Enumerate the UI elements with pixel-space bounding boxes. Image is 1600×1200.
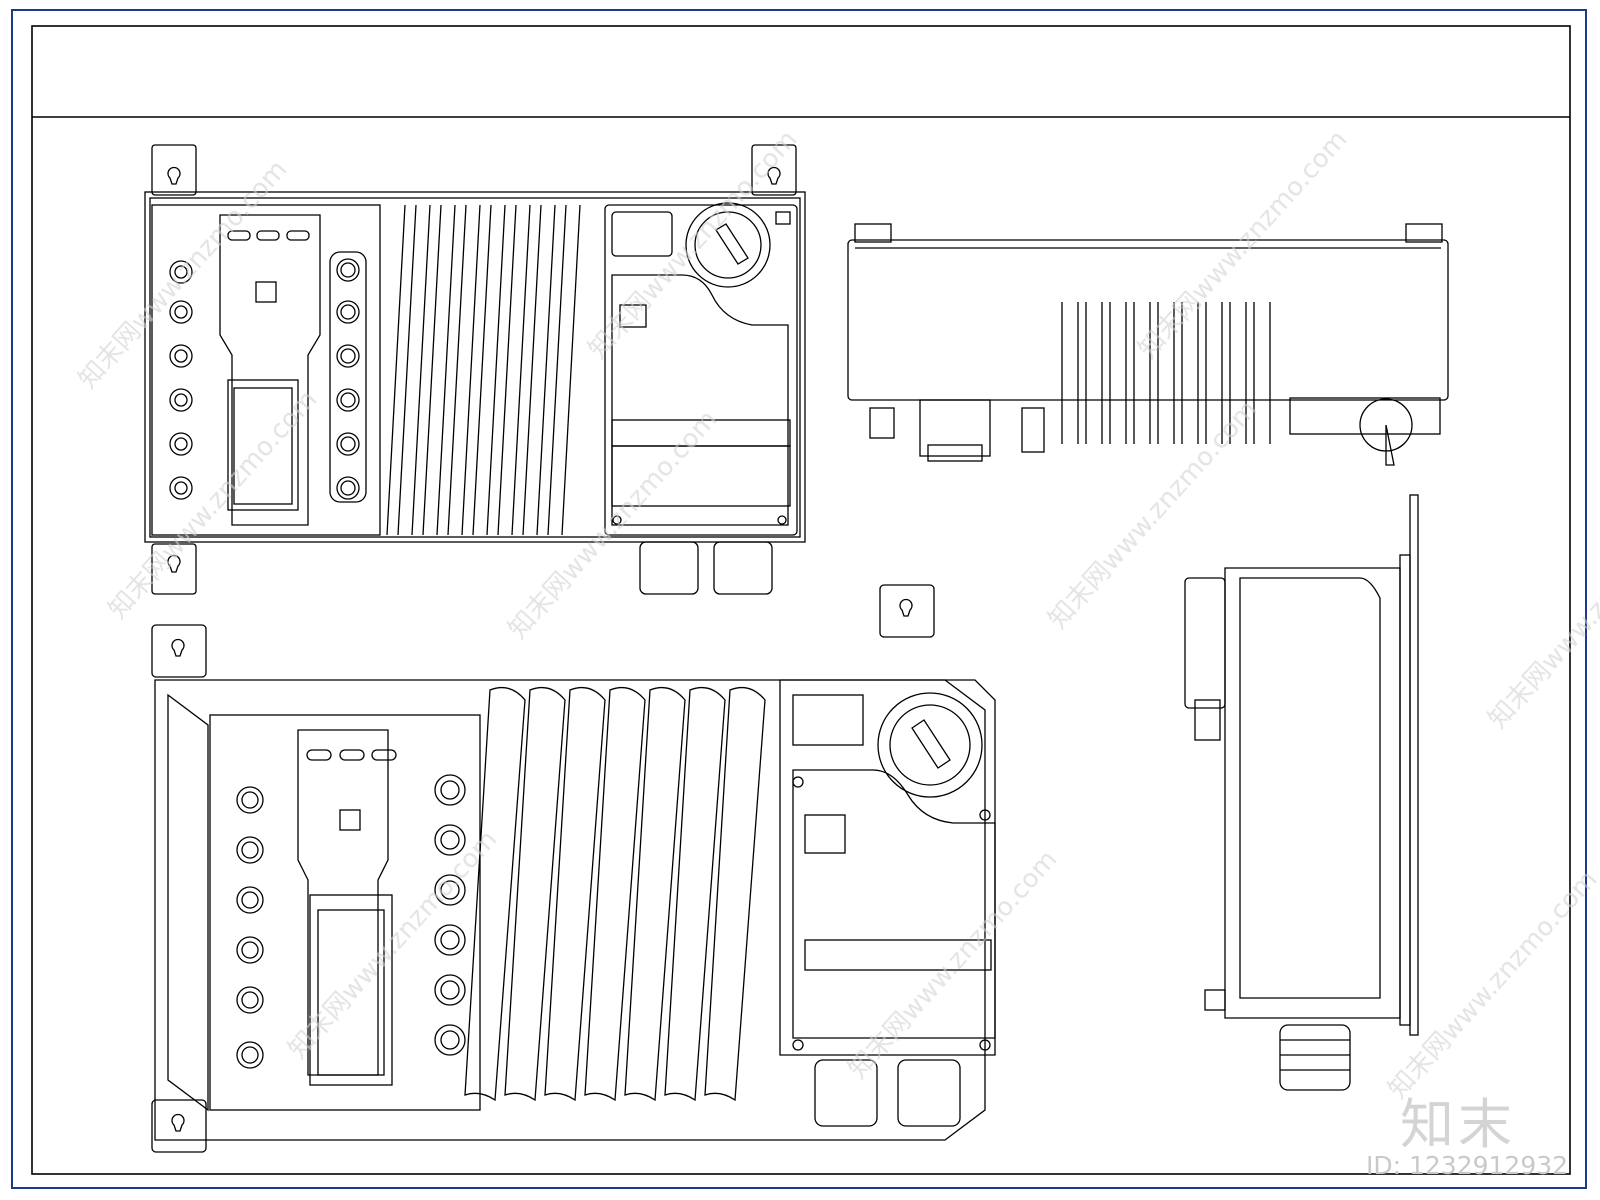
heatsink-fins-top (1061, 302, 1271, 444)
top-view (847, 223, 1449, 466)
svg-text:知末网www.znzmo.com: 知末网www.znzmo.com (283, 825, 503, 1065)
m12-connectors-left (169, 260, 193, 500)
drawing-frame (11, 9, 1587, 1189)
heatsink-fins-iso (464, 686, 766, 1102)
svg-text:知末网www.znzmo.com: 知末网www.znzmo.com (1483, 495, 1600, 735)
svg-text:知末网www.znzmo.com: 知末网www.znzmo.com (1133, 125, 1353, 365)
watermark-id: ID: 1232912932 (1366, 1151, 1569, 1180)
front-view (144, 144, 806, 595)
isometric-view (151, 584, 996, 1153)
m12-connectors-right (329, 251, 367, 503)
m12-connectors-iso-right (434, 774, 466, 1056)
svg-text:知末网www.znzmo.com: 知末网www.znzmo.com (1383, 865, 1600, 1105)
m12-connectors-iso-left (236, 786, 264, 1069)
svg-text:知末网www.znzmo.com: 知末网www.znzmo.com (1043, 395, 1263, 635)
heatsink-fins-front (386, 204, 581, 536)
watermark-logo: 知末 (1400, 1093, 1516, 1156)
watermark-diagonal: 知末网www.znzmo.com 知末网www.znzmo.com 知末网www… (73, 125, 1600, 1105)
svg-text:知末网www.znzmo.com: 知末网www.znzmo.com (843, 845, 1063, 1085)
svg-text:知末网www.znzmo.com: 知末网www.znzmo.com (73, 155, 293, 395)
side-view (1184, 494, 1419, 1091)
